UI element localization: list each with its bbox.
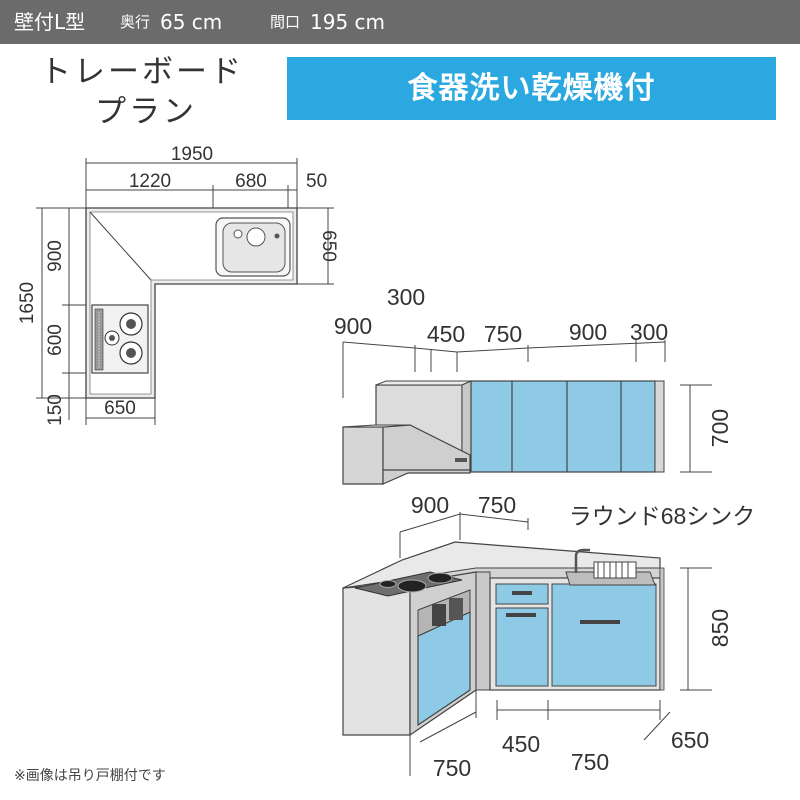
depth-label: 奥行 [120,13,151,31]
range-hood-icon [342,424,471,485]
dim-cooktop-depth: 600 [45,324,66,356]
plan-title: トレーボード プラン [40,52,244,132]
sink-plan-icon [215,217,291,277]
dim-upper-depth: 900 [45,240,66,272]
depth-value: 65 cm [160,10,223,34]
sink-icon [565,548,656,586]
cooktop-plan-icon [91,304,149,374]
plan-view: 1950 1220 680 50 [17,144,339,426]
base-bottom-dim-1: 750 [433,755,471,781]
dishwasher-door [495,607,549,687]
dishwasher-banner: 食器洗い乾燥機付 [287,57,776,120]
dim-sink-width: 680 [235,171,267,192]
wall-dim-4: 750 [484,321,522,347]
sink-name-label: ラウンド68シンク [569,503,756,529]
layout-type-label: 壁付L型 [14,10,86,34]
base-cabinet-elevation: 900 750 ラウンド68シンク [342,492,756,781]
wall-dim-5: 900 [569,319,607,345]
base-height-dim: 850 [707,609,733,647]
wall-dim-2: 300 [387,284,425,310]
header-bar: 壁付L型 奥行 65 cm 間口 195 cm [0,0,800,44]
base-top-dim-1: 900 [411,492,449,518]
plan-title-line1: トレーボード [40,54,244,90]
wall-cabinet-doors [470,380,656,473]
plan-title-line2: プラン [95,94,197,130]
base-bottom-dim-2: 450 [502,731,540,757]
dim-bottom-gap: 150 [45,394,66,426]
width-value: 195 cm [310,10,386,34]
width-label: 間口 [270,13,301,31]
base-top-dim-2: 750 [478,492,516,518]
dim-total-width: 1950 [171,144,213,165]
base-depth-dim: 650 [671,727,709,753]
dim-left-width: 1220 [129,171,171,192]
image-note: ※画像は吊り戸棚付です [14,768,166,784]
dim-bottom-width: 650 [104,398,136,419]
cooktop-icon [354,571,463,597]
wall-dim-3: 450 [427,321,465,347]
wall-height-dim: 700 [707,409,733,447]
dim-end-gap: 50 [306,171,327,192]
wall-cabinet-elevation: 900 300 450 750 900 300 [334,284,733,485]
dim-total-depth: 1650 [17,282,38,324]
dim-right-depth: 650 [318,230,339,262]
wall-dim-1: 900 [334,313,372,339]
base-bottom-dim-3: 750 [571,749,609,775]
sink-cabinet-door [551,583,657,687]
